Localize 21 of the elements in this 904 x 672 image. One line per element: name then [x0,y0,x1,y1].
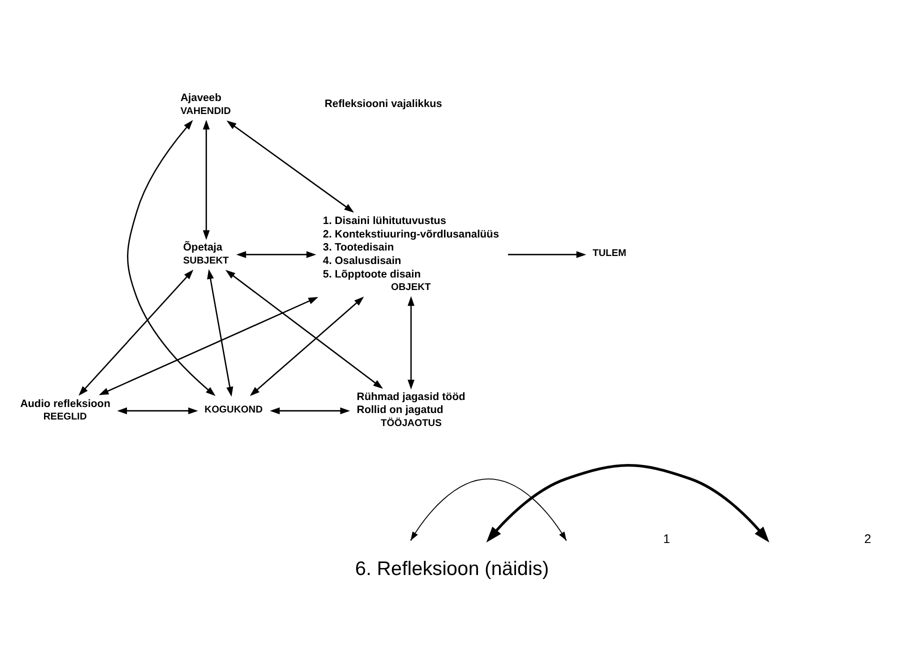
legend-label: 1 [663,532,670,546]
node-text: SUBJEKT [183,254,229,266]
label: Refleksiooni vajalikkus [324,97,442,110]
node-text: TÖÖJAOTUS [380,417,442,428]
node-label: 4. Osalusdisain [322,254,402,267]
node-label: Õpetaja [183,241,222,254]
node-label: 3. Tootedisain [322,241,394,254]
node-label: Rühmad jagasid tööd [356,390,466,402]
node-text: OBJEKT [391,282,431,293]
node-text: KOGUKOND [204,404,263,415]
node-label: 2. Kontekstiuuring-võrdlusanalüüs [322,228,500,240]
caption: 6. Refleksioon (näidis) [355,558,549,580]
node-text: TULEM [592,248,626,259]
node-text: VAHENDID [180,105,231,116]
node-label: 5. Lõpptoote disain [322,268,421,280]
node-label: 1. Disaini lühitutuvustus [322,214,446,226]
node-label: Rollid on jagatud [356,404,444,416]
node-label: Ajaveeb [180,92,222,104]
legend-label: 2 [864,532,872,546]
node-label: Audio refleksioon [20,397,110,410]
node-text: REEGLID [43,411,87,422]
